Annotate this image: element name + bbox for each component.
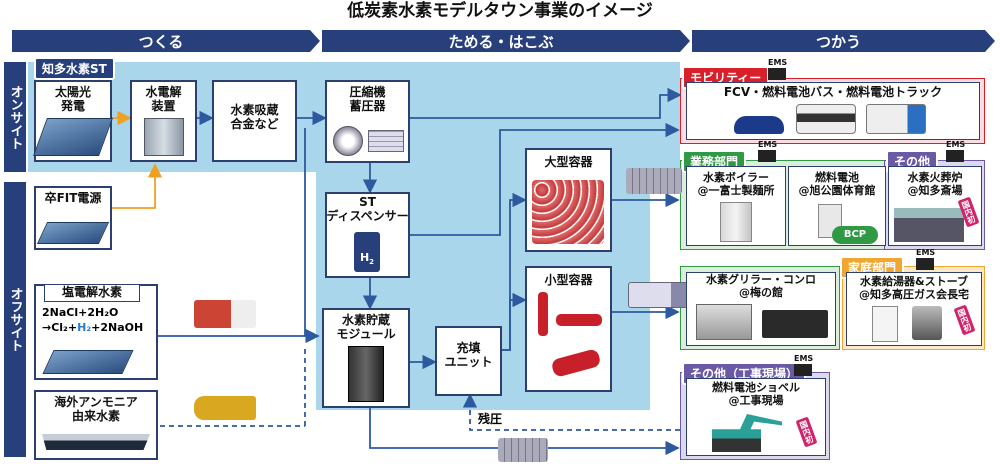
heater-label: 水素給湯器&ストーブ @知多高圧ガス会長宅 [859,275,969,301]
salt-eq2: →Cl₂+H₂+2NaOH [42,321,144,334]
crematory-label: 水素火葬炉 @知多斎場 [907,171,963,197]
crematory-building-icon [894,208,964,242]
solar-label: 太陽光 発電 [54,85,91,113]
mobility-text: FCV・燃料電池バス・燃料電池トラック [723,85,943,99]
fcv-car-icon [734,116,784,134]
tank-truck-icon [194,396,256,420]
salt-title: 塩電解水素 [61,285,122,299]
water-heater-icon [872,306,898,342]
ammonia-label: 海外アンモニア 由来水素 [54,395,138,423]
griller-label: 水素グリラー・コンロ @梅の館 [706,273,816,299]
cylinder-truck-icon-2 [498,438,548,462]
salt-eq1: 2NaCl+2H₂O [42,306,119,319]
cylinder-truck-icon [626,168,682,194]
compressor-label: 圧縮機 蓄圧器 [349,85,386,113]
solar-panel-icon [33,118,113,156]
electrolyzer-icon [144,118,184,156]
bcp-badge: BCP [832,226,878,244]
accumulator-icon [368,130,404,152]
griller-icon [696,304,752,340]
station-tag: 知多水素ST [34,57,115,80]
tanker-ship-icon [42,434,150,450]
boiler-label: 水素ボイラー @一富士製麺所 [697,171,775,197]
ems-icon-business: EMS [758,140,792,166]
alloy-label: 水素吸蔵 合金など [230,103,279,131]
ems-icon-home: EMS [916,248,950,274]
stage-store: ためる・はこぶ [448,32,554,51]
alloy-box [212,80,297,162]
electrolysis-label: 水電解 装置 [145,85,182,113]
cylinder-bundle-icon [532,180,604,244]
stove-icon [762,310,828,338]
boiler-icon [720,202,752,242]
dispenser-icon [354,232,380,272]
ems-icon-other: EMS [946,140,980,166]
ems-icon-mobility: EMS [768,58,802,84]
stove-heater-icon [912,306,942,340]
crane-truck-icon [194,300,256,328]
residual-pressure-label: 残圧 [478,412,503,426]
storage-label: 水素貯蔵 モジュール [336,313,396,341]
page-title: 低炭素水素モデルタウン事業のイメージ [347,1,653,21]
stage-use: つかう [815,32,861,51]
shovel-label: 燃料電池ショベル @工事現場 [712,381,800,407]
filling-box [435,326,502,396]
stage-make: つくる [138,32,184,51]
dispenser-label: ST ディスペンサー [326,195,409,223]
small-cylinder-icon [538,292,548,336]
fuel-cell-bus-icon [796,104,856,134]
ems-icon-worksite: EMS [794,354,828,380]
solar-panel-icon-2 [36,222,110,244]
solar-panel-icon-3 [42,350,134,374]
salt-title-box [44,284,140,302]
compressor-icon [333,126,363,156]
small-cylinder-icon-2 [556,314,602,326]
filling-label: 充填 ユニット [444,341,493,369]
fuel-cell-truck-icon [866,104,926,134]
offsite-label: オフサイト [4,182,26,457]
large-container-label: 大型容器 [544,155,593,169]
sotsu-fit-label: 卒FIT電源 [44,191,102,205]
storage-module-icon [348,346,384,402]
fuelcell-label: 燃料電池 @旭公園体育館 [798,171,876,197]
onsite-label: オンサイト [4,62,26,172]
cargo-truck-icon [628,282,688,308]
small-container-label: 小型容器 [544,273,593,287]
dispenser-h2-symbol: H2 [359,251,375,267]
